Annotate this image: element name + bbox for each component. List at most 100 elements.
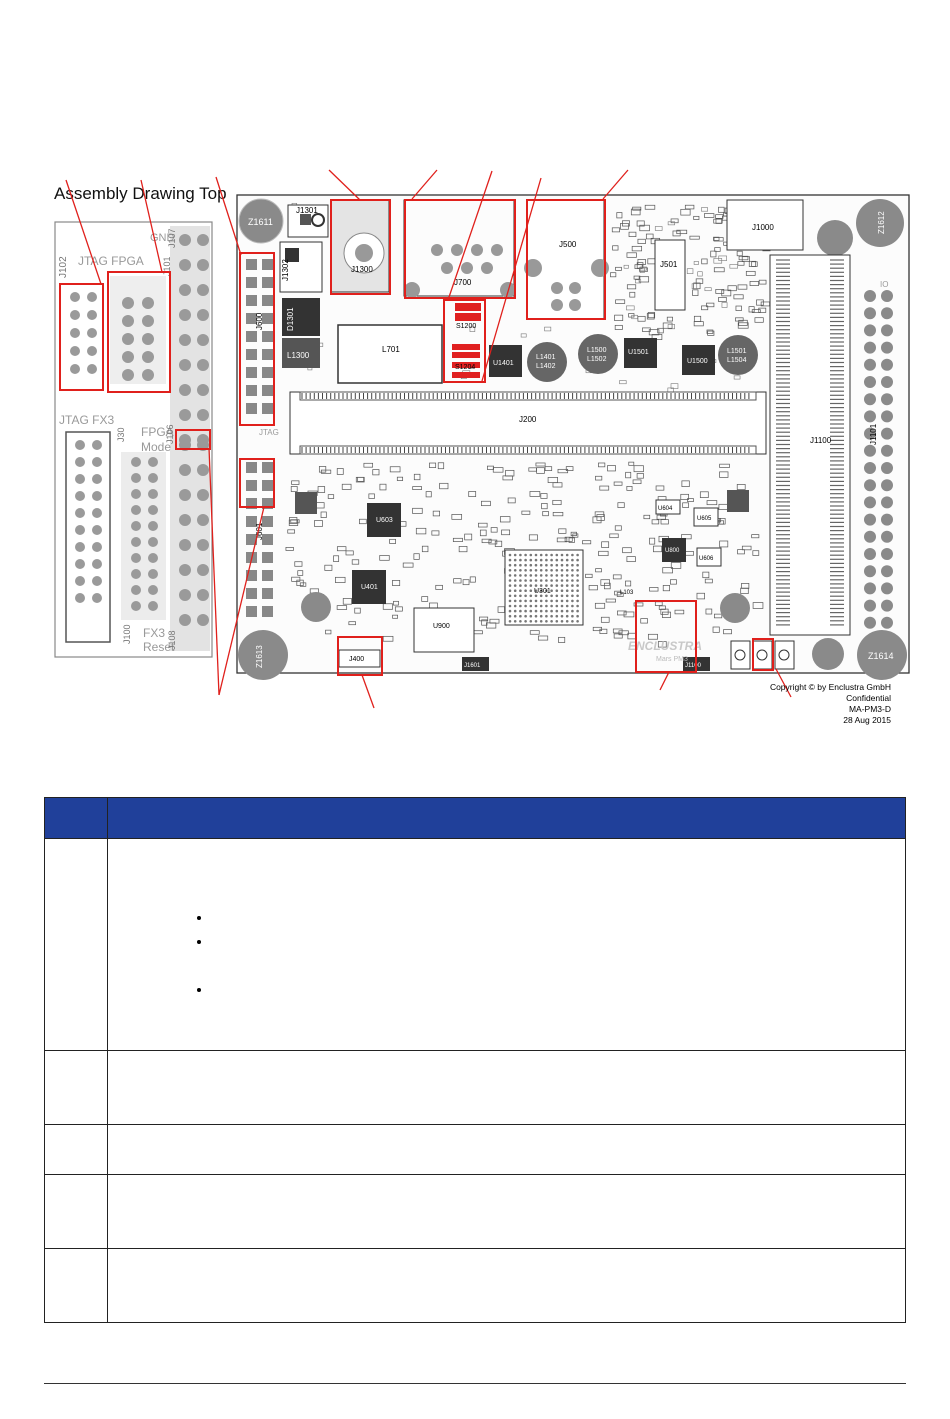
label-j30: J30: [116, 427, 126, 442]
label-u800: U800: [665, 548, 680, 554]
header-j1101: [864, 290, 893, 629]
label-u401: U401: [361, 584, 378, 591]
assembly-drawing: Assembly Drawing Top J102 JTAG FPGA GND …: [54, 169, 910, 725]
label-u1500: U1500: [687, 358, 708, 365]
label-l1300: L1300: [287, 351, 310, 360]
list-item: [212, 981, 905, 1005]
label-gnd: GND: [150, 232, 175, 244]
label-u606: U606: [699, 556, 714, 562]
label-z1611: Z1611: [248, 217, 273, 227]
list-item: [212, 933, 905, 957]
table-cell: [107, 838, 906, 1051]
table-row: [44, 1248, 906, 1323]
label-u1501: U1501: [628, 349, 649, 356]
highlight-j101: [107, 271, 171, 393]
label-u604: U604: [658, 506, 673, 512]
label-j102: J102: [58, 256, 69, 278]
label-j1601: J1601: [464, 663, 481, 669]
label-j601: J601: [255, 522, 264, 540]
switch-s1204: S1204: [452, 344, 480, 378]
header-j600: [246, 259, 273, 414]
bullet-list: [108, 909, 905, 957]
label-j101: J101: [162, 256, 172, 276]
table-cell: [107, 1248, 906, 1323]
label-j1300: J1300: [351, 265, 373, 274]
table-cell: [107, 1124, 906, 1175]
bga-u301: [508, 553, 579, 623]
table-cell: [44, 1124, 108, 1175]
label-u301: U301: [534, 588, 551, 595]
footer-rule: [44, 1383, 906, 1384]
drawing-title: Assembly Drawing Top: [54, 184, 227, 203]
label-io: IO: [880, 280, 888, 289]
label-jtag-fx3: JTAG FX3: [59, 413, 114, 427]
switch-s1200: S1200: [455, 303, 481, 330]
label-l103: L103: [620, 590, 634, 596]
svg-text:S1204: S1204: [455, 364, 475, 371]
left-panel-pads: [70, 234, 209, 626]
table-row: [44, 1124, 906, 1175]
table-cell: [107, 1050, 906, 1125]
table-cell: [44, 1248, 108, 1323]
label-z1612: Z1612: [877, 211, 886, 234]
list-item: [212, 909, 905, 933]
copyright-text: Copyright © by Enclustra GmbH: [770, 682, 891, 692]
label-j400: J400: [349, 656, 364, 663]
label-fpga-mode-1: FPGA: [141, 425, 174, 439]
connector-j1100-pins: [776, 259, 844, 626]
date-text: 28 Aug 2015: [843, 715, 891, 725]
connector-j200-pins: [301, 393, 750, 453]
label-u1401: U1401: [493, 360, 514, 367]
table-row: [44, 838, 906, 1051]
label-j1101: J1101: [869, 423, 878, 445]
label-j1301: J1301: [296, 206, 318, 215]
label-l1501: L1501: [727, 348, 747, 355]
label-j700: J700: [454, 278, 472, 287]
bullet-list: [108, 981, 905, 1005]
label-j1103: J1100: [685, 663, 702, 669]
callout-legend-table: [44, 797, 906, 1323]
label-j501: J501: [660, 260, 678, 269]
label-l1401: L1401: [536, 354, 556, 361]
label-fpga-mode-2: Mode: [141, 440, 171, 454]
callout-leader-lines: [65, 169, 792, 709]
main-board: Z1611 Z1612 Z1613 Z1614 J1301 J1300 J130…: [236, 194, 910, 680]
label-j1100: J1100: [810, 436, 832, 445]
label-j107: J107: [167, 228, 177, 248]
table-cell: [44, 1050, 108, 1125]
label-jtag-fpga: JTAG FPGA: [78, 254, 144, 268]
table-cell: [44, 1174, 108, 1249]
label-d1301: D1301: [286, 307, 295, 331]
table-row: [44, 1174, 906, 1249]
table-cell: [44, 838, 108, 1051]
label-z1613: Z1613: [255, 645, 264, 668]
highlight-j106: [175, 429, 211, 450]
classification-text: Confidential: [846, 693, 891, 703]
svg-text:S1200: S1200: [456, 323, 476, 330]
label-l1504: L1504: [727, 357, 747, 364]
label-fx3-reset-1: FX3: [143, 626, 165, 640]
label-z1614: Z1614: [868, 651, 894, 661]
board-traces: [285, 202, 771, 648]
label-j600: J600: [255, 312, 264, 330]
table-header-cell: [44, 797, 108, 839]
label-jtag: JTAG: [259, 428, 279, 437]
label-u900: U900: [433, 623, 450, 630]
mounting-holes: [238, 198, 907, 680]
label-l701: L701: [382, 345, 400, 354]
table-row: [44, 1050, 906, 1125]
highlight-j102: [59, 283, 104, 391]
label-l1500: L1500: [587, 347, 607, 354]
jtag-adapter-panel: J102 JTAG FPGA GND J107 J101 JTAG FX3 J3…: [54, 221, 213, 658]
label-j100: J100: [122, 624, 132, 644]
label-j106: J106: [165, 424, 175, 444]
callout-highlights: [239, 199, 774, 676]
label-j500: J500: [559, 240, 577, 249]
table-header-row: [44, 797, 906, 839]
label-j108: J108: [167, 630, 177, 650]
label-l1402: L1402: [536, 363, 556, 370]
table-header-cell: [107, 797, 906, 839]
product-text: Mars PM3: [656, 656, 688, 663]
label-j200: J200: [519, 415, 537, 424]
